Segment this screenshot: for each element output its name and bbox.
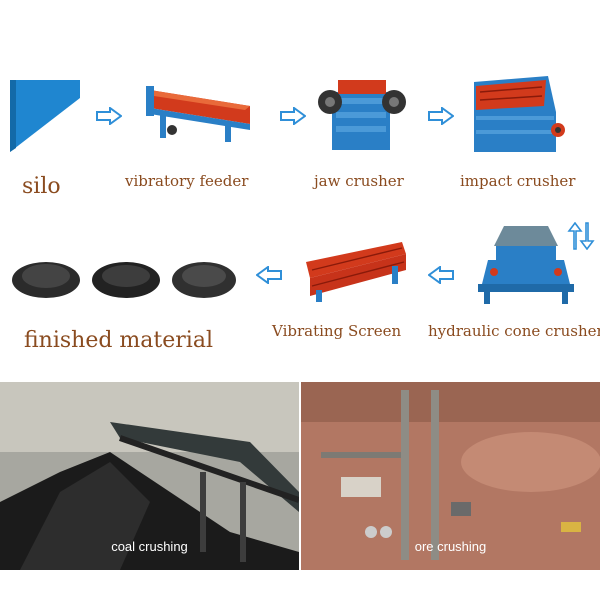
arrow-right-icon (280, 107, 306, 125)
arrow-left-icon (428, 266, 454, 284)
jaw-crusher-image (318, 80, 406, 150)
hydraulic-cone-crusher-label: hydraulic cone crusher (428, 322, 600, 340)
cone-crusher-image (478, 226, 574, 304)
vibratory-feeder-label: vibratory feeder (125, 172, 249, 190)
impact-crusher-image (474, 76, 565, 152)
arrow-right-icon (428, 107, 454, 125)
impact-crusher-label: impact crusher (460, 172, 576, 190)
vibrating-screen-label: Vibrating Screen (272, 322, 402, 340)
silo-label: silo (22, 174, 61, 199)
ore-crushing-photo: ore crushing (301, 382, 600, 570)
arrow-left-icon (256, 266, 282, 284)
arrow-right-icon (96, 107, 122, 125)
coal-crushing-caption: coal crushing (111, 539, 188, 554)
arrow-up-down-icon (567, 222, 595, 250)
jaw-crusher-label: jaw crusher (314, 172, 404, 190)
silo-image (10, 80, 80, 152)
finished-material-image (12, 262, 236, 298)
vibrating-screen-image (306, 242, 406, 302)
ore-crushing-caption: ore crushing (414, 539, 487, 554)
coal-crushing-photo: coal crushing (0, 382, 299, 570)
finished-material-label: finished material (24, 328, 213, 353)
vibratory-feeder-image (146, 86, 250, 142)
